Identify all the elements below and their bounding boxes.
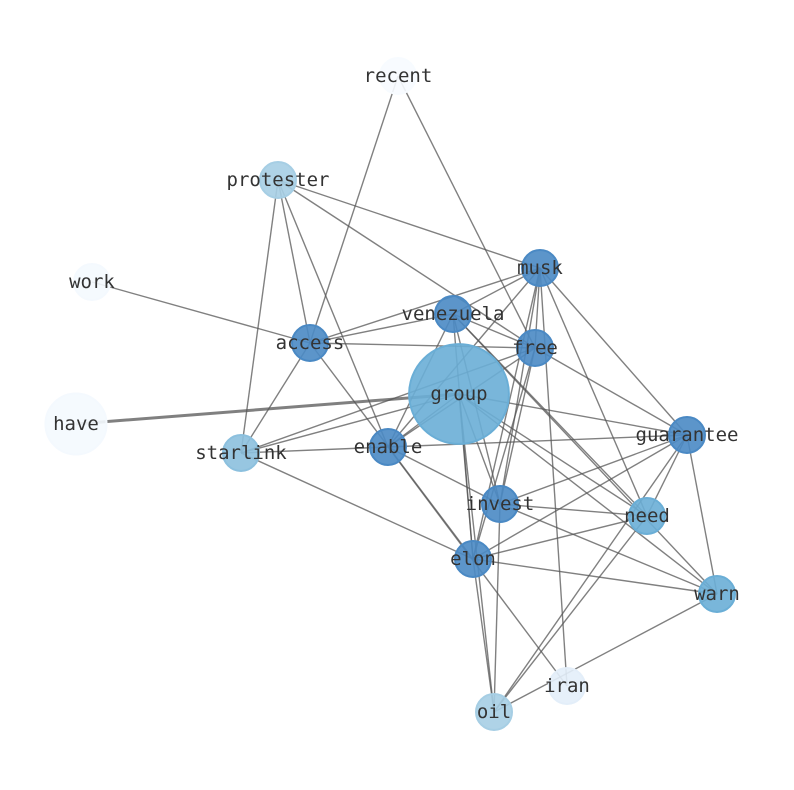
edge-guarantee-warn (686, 434, 718, 595)
edge-elon-warn (472, 558, 718, 595)
edge-musk-need (539, 267, 648, 517)
edge-free-elon (472, 347, 536, 560)
edge-warn-oil (493, 593, 718, 713)
edge-have-group (75, 392, 460, 426)
node-label-group: group (430, 383, 487, 405)
edge-musk-guarantee (539, 267, 688, 436)
node-label-oil: oil (477, 701, 511, 723)
edge-guarantee-elon (472, 434, 688, 560)
edges-layer (75, 75, 718, 713)
edge-need-elon (472, 515, 648, 560)
edge-group-warn (458, 393, 718, 595)
edge-free-guarantee (534, 347, 688, 436)
edge-invest-oil (493, 503, 501, 713)
edge-venezuela-need (452, 313, 648, 517)
node-elon[interactable] (454, 540, 492, 578)
labels-layer: recent protester work musk venezuela access fr… (53, 65, 740, 723)
node-label-venezuela: venezuela (402, 303, 505, 325)
node-free[interactable] (516, 329, 554, 367)
edge-access-free (309, 342, 536, 349)
node-label-enable: enable (354, 436, 423, 458)
edge-venezuela-access (309, 313, 454, 344)
node-label-iran: iran (544, 675, 590, 697)
node-label-elon: elon (450, 548, 496, 570)
edge-starlink-elon (240, 452, 474, 560)
node-group[interactable] (408, 343, 510, 445)
node-recent[interactable] (379, 57, 417, 95)
node-label-need: need (624, 505, 670, 527)
edge-need-oil (493, 515, 648, 713)
node-label-have: have (53, 413, 99, 435)
node-warn[interactable] (698, 575, 736, 613)
node-label-recent: recent (364, 65, 433, 87)
edge-protester-starlink (240, 179, 279, 454)
edge-access-starlink (240, 342, 311, 454)
node-venezuela[interactable] (434, 295, 472, 333)
node-enable[interactable] (369, 428, 407, 466)
node-label-starlink: starlink (195, 442, 287, 464)
node-label-musk: musk (517, 257, 563, 279)
edge-protester-musk (277, 179, 541, 269)
edge-recent-free (397, 75, 536, 349)
edge-invest-warn (499, 503, 718, 595)
edge-enable-invest (387, 446, 501, 505)
node-label-protester: protester (227, 169, 330, 191)
edge-free-invest (499, 347, 536, 505)
node-label-free: free (512, 337, 558, 359)
edge-starlink-enable (240, 446, 389, 454)
node-musk[interactable] (521, 249, 559, 287)
node-protester[interactable] (259, 161, 297, 199)
edge-elon-oil (472, 558, 495, 713)
edge-recent-access (309, 75, 399, 344)
node-starlink[interactable] (222, 434, 260, 472)
edge-protester-free (277, 179, 536, 349)
edge-enable-guarantee (387, 434, 688, 448)
node-have[interactable] (44, 392, 108, 456)
edge-guarantee-oil (493, 434, 688, 713)
node-need[interactable] (628, 497, 666, 535)
edge-musk-access (309, 267, 541, 344)
node-work[interactable] (73, 263, 111, 301)
node-guarantee[interactable] (668, 416, 706, 454)
edge-protester-access (277, 179, 311, 344)
node-label-invest: invest (466, 493, 535, 515)
node-access[interactable] (291, 324, 329, 362)
node-label-work: work (69, 271, 115, 293)
node-label-access: access (276, 332, 345, 354)
node-oil[interactable] (475, 693, 513, 731)
node-invest[interactable] (481, 485, 519, 523)
node-label-warn: warn (694, 583, 740, 605)
nodes-layer (44, 57, 736, 731)
node-label-guarantee: guarantee (636, 424, 739, 446)
node-iran[interactable] (548, 667, 586, 705)
edge-guarantee-invest (499, 434, 688, 505)
edge-invest-need (499, 503, 648, 517)
edge-work-access (91, 281, 311, 344)
